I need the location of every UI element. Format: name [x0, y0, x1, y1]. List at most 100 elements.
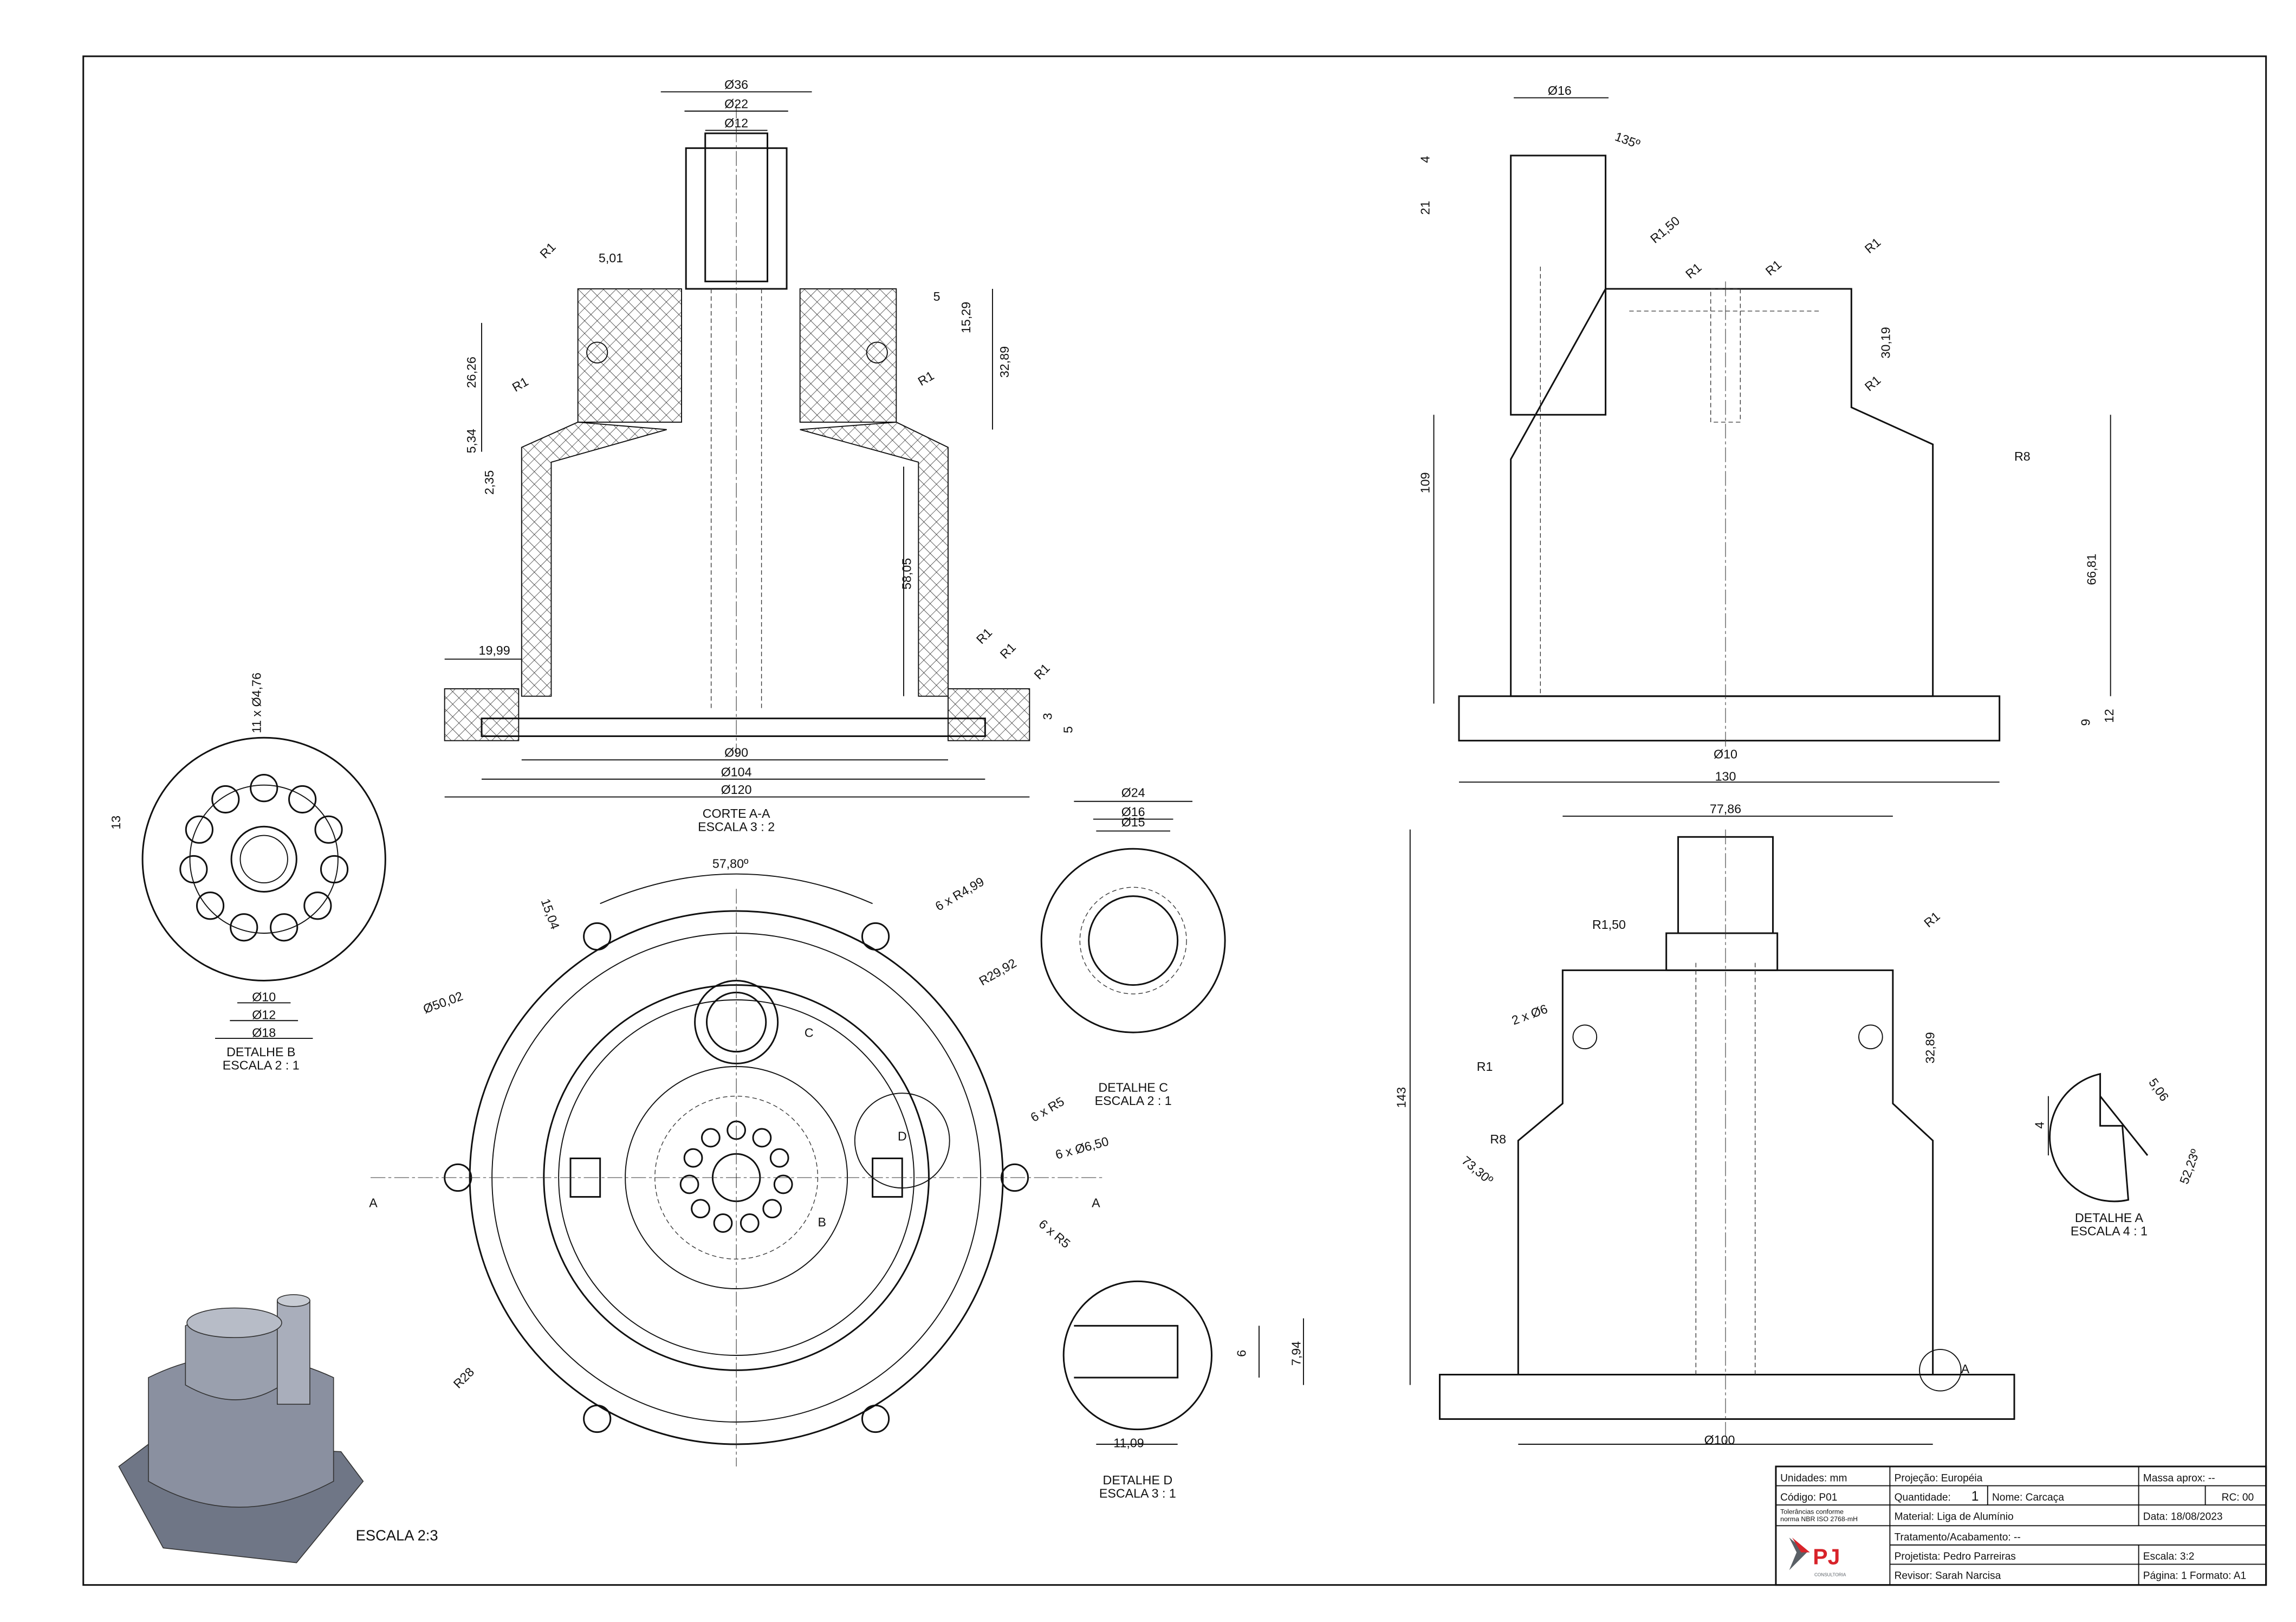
hole	[211, 785, 240, 814]
dim-label: R8	[1490, 1132, 1506, 1146]
hole	[701, 1128, 721, 1148]
dim-label: 6 x R5	[1028, 1094, 1067, 1125]
dim-label: Ø16	[1548, 83, 1572, 98]
dim-label: Ø90	[724, 746, 748, 760]
hole	[583, 1404, 612, 1433]
page-format-field: Página: 1 Formato: A1	[2143, 1571, 2246, 1582]
hole	[185, 815, 213, 844]
detail-c: Ø24 Ø16 Ø15 DETALHE C ESCALA 2 : 1	[1040, 786, 1226, 1108]
logo-subtext: CONSULTORIA	[1814, 1572, 1846, 1577]
dim-label: B	[818, 1215, 826, 1229]
hole	[179, 855, 208, 884]
view-title: DETALHE A	[2075, 1211, 2144, 1225]
dim-label: 15,04	[539, 897, 562, 932]
hole	[270, 913, 299, 942]
dim-label: 73,30º	[1459, 1153, 1496, 1187]
view-title: CORTE A-A	[703, 806, 770, 820]
side-view: Ø16 4 21 135º R1,50 R1 R1 R1 30,19 R1 R8…	[1418, 83, 2116, 784]
section-marker-a: A	[1092, 1196, 1100, 1210]
dim-label: 12	[2102, 709, 2116, 723]
dim-label: R1	[1862, 373, 1883, 394]
dim-label: Ø50,02	[421, 989, 464, 1016]
dim-label: 11 x Ø4,76	[250, 673, 264, 733]
dim-label: 15,29	[959, 302, 973, 333]
dim-label: 135º	[1613, 130, 1643, 152]
units-field: Unidades: mm	[1780, 1472, 1847, 1484]
date-field: Data: 18/08/2023	[2143, 1511, 2223, 1522]
hole	[752, 1128, 772, 1148]
dim-label: 5	[933, 289, 941, 303]
dim-label: 9	[2078, 719, 2092, 726]
dim-label: R1	[1763, 257, 1784, 279]
dim-label: R1	[537, 240, 558, 261]
company-logo: PJ CONSULTORIA	[1789, 1537, 1846, 1577]
quantity-value: 1	[1971, 1489, 1979, 1504]
logo-text: PJ	[1813, 1544, 1840, 1569]
iso-scale-label: ESCALA 2:3	[356, 1527, 438, 1544]
dim-label: R1	[1683, 260, 1704, 281]
dim-label: 32,89	[1923, 1032, 1937, 1063]
hole	[740, 1213, 760, 1233]
title-block: Unidades: mm Projeção: Européia Massa ap…	[1775, 1465, 2267, 1586]
dim-label: 109	[1418, 472, 1432, 493]
view-title: DETALHE D	[1103, 1473, 1173, 1487]
dim-label: 130	[1715, 769, 1736, 783]
reviewer-field: Revisor: Sarah Narcisa	[1895, 1571, 2001, 1582]
dim-label: 57,80º	[712, 857, 749, 871]
dim-label: R29,92	[977, 956, 1019, 988]
hole	[288, 785, 317, 814]
dim-label: 3	[1040, 713, 1054, 720]
quantity-label: Quantidade:	[1895, 1492, 1951, 1503]
treatment-field: Tratamento/Acabamento: --	[1895, 1532, 2021, 1543]
view-title: DETALHE C	[1098, 1080, 1168, 1094]
dim-label: 21	[1418, 201, 1432, 215]
scale-field: Escala: 3:2	[2143, 1551, 2195, 1562]
detail-b: 11 x Ø4,76 13 Ø10 Ø12 Ø18 DETALHE B ESCA…	[109, 673, 386, 1072]
hole	[762, 1199, 782, 1219]
dim-label: Ø24	[1121, 786, 1145, 800]
dim-label: 4	[1418, 156, 1432, 163]
dim-label: R1	[1477, 1059, 1493, 1074]
hole	[196, 891, 225, 920]
dim-label: Ø10	[1714, 747, 1737, 761]
projection-field: Projeção: Européia	[1895, 1472, 1983, 1484]
dim-label: Ø16	[1121, 805, 1145, 819]
dim-label: R1	[1921, 909, 1942, 930]
dim-label: 26,26	[464, 357, 478, 388]
isometric-view: ESCALA 2:3	[118, 1294, 438, 1563]
dim-label: 13	[109, 816, 123, 830]
dim-label: R1	[974, 625, 995, 647]
hole	[861, 922, 890, 951]
hole	[713, 1213, 733, 1233]
dim-label: 58,05	[900, 558, 914, 590]
dim-label: 2,35	[482, 470, 496, 495]
dim-label: 77,86	[1710, 802, 1741, 816]
dim-label: R1,50	[1592, 917, 1626, 932]
detail-d: 6 7,94 11,09 DETALHE D ESCALA 3 : 1	[1062, 1280, 1304, 1500]
designer-field: Projetista: Pedro Parreiras	[1895, 1551, 2016, 1562]
detail-marker-a: A	[1961, 1362, 1970, 1376]
dim-label: R1	[510, 374, 531, 395]
dim-label: 5	[1061, 726, 1075, 733]
hole	[861, 1404, 890, 1433]
hole	[773, 1174, 793, 1194]
dim-label: 6	[1234, 1350, 1248, 1357]
hole	[683, 1148, 703, 1168]
hole	[314, 815, 343, 844]
plan-view: 57,80º 15,04 6 x R4,99 R29,92 Ø50,02 C D…	[369, 857, 1110, 1466]
material-field: Material: Liga de Alumínio	[1895, 1511, 2014, 1522]
dim-label: 6 x R4,99	[933, 874, 987, 913]
dim-label: 2 x Ø6	[1510, 1001, 1549, 1028]
dim-label: 5,01	[599, 251, 623, 265]
dim-label: 30,19	[1878, 327, 1892, 358]
front-view: 77,86 R1,50 R1 2 x Ø6 32,89 R1 R8 73,30º…	[1395, 802, 2015, 1447]
dim-label: Ø15	[1121, 815, 1145, 829]
revision-field: RC: 00	[2222, 1492, 2254, 1503]
dim-label: Ø22	[724, 97, 748, 111]
view-scale: ESCALA 3 : 1	[1099, 1486, 1176, 1500]
dim-label: 32,89	[997, 346, 1011, 378]
dim-label: R1,50	[1648, 214, 1682, 246]
dim-label: Ø100	[1704, 1433, 1735, 1447]
section-view-a-a: Ø36 Ø22 Ø12 R1 5,01 5 15,29 32,89 26,26 …	[444, 77, 1075, 833]
sheet-border	[82, 55, 2267, 1586]
